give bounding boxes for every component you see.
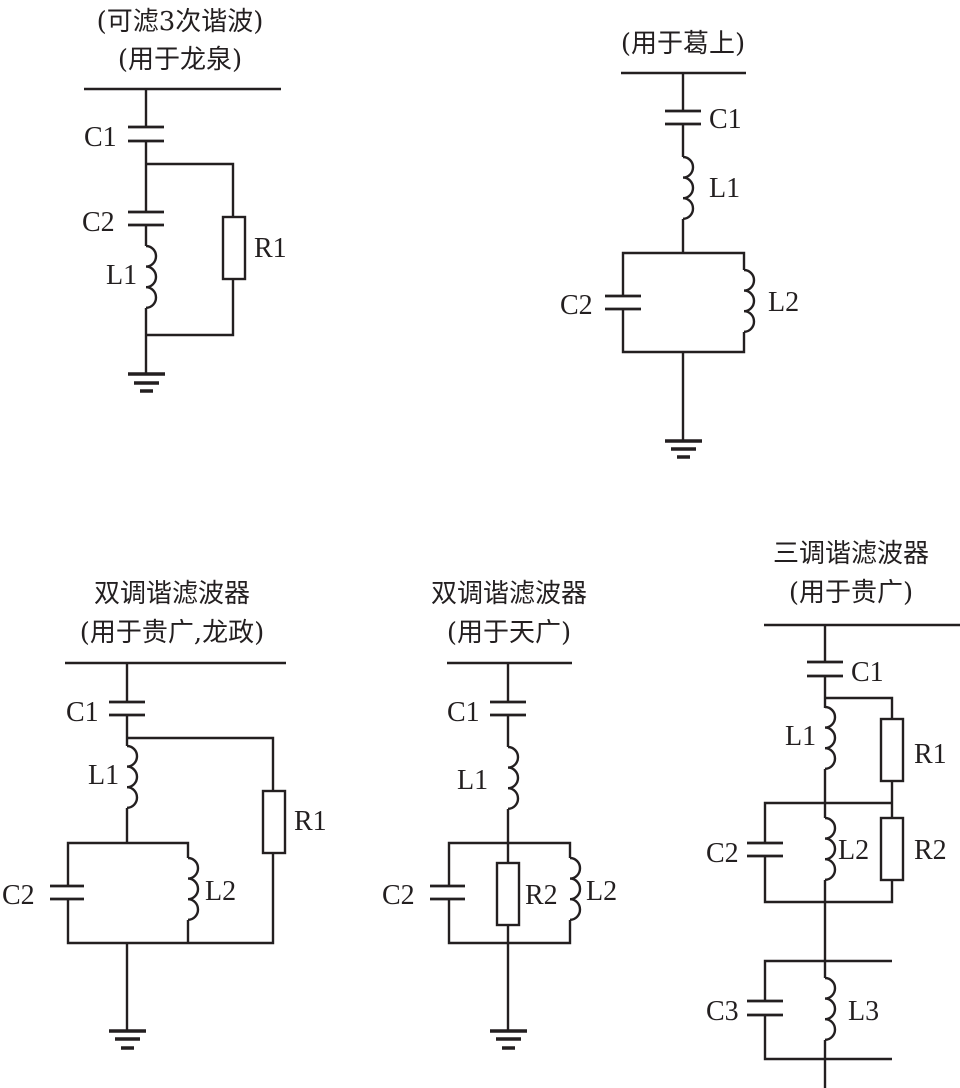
circuit-title-line-1: (可滤3次谐波) bbox=[97, 7, 264, 37]
inductor-l1 bbox=[506, 745, 520, 810]
circuit-title-line-2: (用于贵广,龙政) bbox=[80, 618, 265, 648]
wire bbox=[127, 736, 275, 791]
inductor-l1 bbox=[681, 155, 695, 221]
capacitor-c2 bbox=[747, 841, 783, 858]
label-l2: L2 bbox=[205, 876, 236, 907]
circuit-title-line-1: 双调谐滤波器 bbox=[431, 579, 587, 609]
circuit-triple-tuned-guiguang: 三调谐滤波器 (用于贵广) C1 R1 L1 C2 L2 R2 bbox=[706, 539, 960, 1088]
label-l3: L3 bbox=[848, 996, 879, 1027]
label-c2: C2 bbox=[560, 290, 593, 321]
circuit-title-line-1: 双调谐滤波器 bbox=[94, 579, 250, 609]
label-c2: C2 bbox=[382, 880, 415, 911]
resistor-r1 bbox=[879, 717, 905, 783]
wire bbox=[447, 841, 572, 886]
wire bbox=[763, 856, 894, 904]
label-c2: C2 bbox=[2, 880, 35, 911]
inductor-l1 bbox=[144, 244, 158, 309]
wire bbox=[621, 251, 746, 296]
inductor-l2 bbox=[186, 856, 200, 921]
inductor-l1 bbox=[823, 705, 837, 770]
inductor-l2 bbox=[742, 268, 756, 333]
circuit-double-tuned-tianguang: 双调谐滤波器 (用于天广) C1 L1 R2 C2 L2 bbox=[382, 579, 617, 1050]
label-c1: C1 bbox=[84, 122, 117, 153]
capacitor-c2 bbox=[605, 294, 641, 311]
circuit-title-line-1: 三调谐滤波器 bbox=[773, 539, 929, 569]
inductor-l2 bbox=[568, 856, 582, 921]
capacitor-c1 bbox=[128, 125, 164, 143]
circuit-double-tuned-guiguang-longzheng: 双调谐滤波器 (用于贵广,龙政) C1 R1 L1 C2 L2 bbox=[2, 579, 327, 1050]
capacitor-c2 bbox=[50, 884, 84, 901]
label-c1: C1 bbox=[66, 697, 99, 728]
inductor-l2 bbox=[823, 816, 837, 881]
label-l1: L1 bbox=[709, 173, 740, 204]
label-c2: C2 bbox=[706, 838, 739, 869]
circuit-title-line-2: (用于贵广) bbox=[789, 578, 913, 608]
label-r1: R1 bbox=[254, 233, 287, 264]
circuit-title-line-2: (用于天广) bbox=[447, 618, 571, 648]
circuit-geshang: (用于葛上) C1 L1 C2 L2 bbox=[560, 29, 799, 459]
label-l1: L1 bbox=[88, 760, 119, 791]
resistor-r2 bbox=[879, 816, 905, 882]
resistor-r2 bbox=[495, 861, 521, 927]
label-c2: C2 bbox=[82, 207, 115, 238]
inductor-l1 bbox=[125, 744, 139, 809]
label-l2: L2 bbox=[838, 835, 869, 866]
label-l1: L1 bbox=[106, 260, 137, 291]
capacitor-c3 bbox=[747, 999, 783, 1017]
circuit-title-line-2: (用于龙泉) bbox=[118, 45, 242, 75]
wire bbox=[66, 853, 275, 945]
resistor-r1 bbox=[221, 215, 247, 281]
wire bbox=[763, 801, 892, 843]
label-r1: R1 bbox=[914, 739, 947, 770]
label-r1: R1 bbox=[294, 806, 327, 837]
wire bbox=[447, 899, 572, 945]
wire bbox=[825, 696, 894, 719]
label-l2: L2 bbox=[768, 287, 799, 318]
ground-icon bbox=[109, 1029, 146, 1050]
label-c1: C1 bbox=[851, 657, 884, 688]
label-c1: C1 bbox=[709, 104, 742, 135]
label-r2: R2 bbox=[525, 880, 558, 911]
ground-icon bbox=[128, 372, 165, 393]
inductor-l3 bbox=[823, 976, 837, 1042]
wire bbox=[763, 1015, 892, 1061]
capacitor-c1 bbox=[807, 660, 843, 678]
ground-icon bbox=[490, 1029, 527, 1050]
capacitor-c2 bbox=[128, 210, 164, 227]
label-c1: C1 bbox=[447, 697, 480, 728]
wire bbox=[146, 279, 235, 337]
resistor-r1 bbox=[261, 789, 287, 855]
capacitor-c1 bbox=[665, 109, 701, 126]
wire bbox=[146, 162, 235, 217]
label-r2: R2 bbox=[914, 835, 947, 866]
label-l2: L2 bbox=[586, 876, 617, 907]
circuit-title-line-1: (用于葛上) bbox=[621, 29, 745, 59]
capacitor-c1 bbox=[490, 700, 526, 717]
label-c3: C3 bbox=[706, 996, 739, 1027]
label-l1: L1 bbox=[457, 765, 488, 796]
circuit-longquan: (可滤3次谐波) (用于龙泉) C1 R1 C2 L1 bbox=[82, 7, 287, 393]
capacitor-c1 bbox=[109, 700, 145, 717]
wire bbox=[763, 959, 892, 1001]
wire bbox=[66, 841, 190, 886]
capacitor-c2 bbox=[430, 884, 465, 901]
ground-icon bbox=[665, 439, 702, 459]
label-l1: L1 bbox=[785, 721, 816, 752]
wire bbox=[621, 309, 746, 354]
